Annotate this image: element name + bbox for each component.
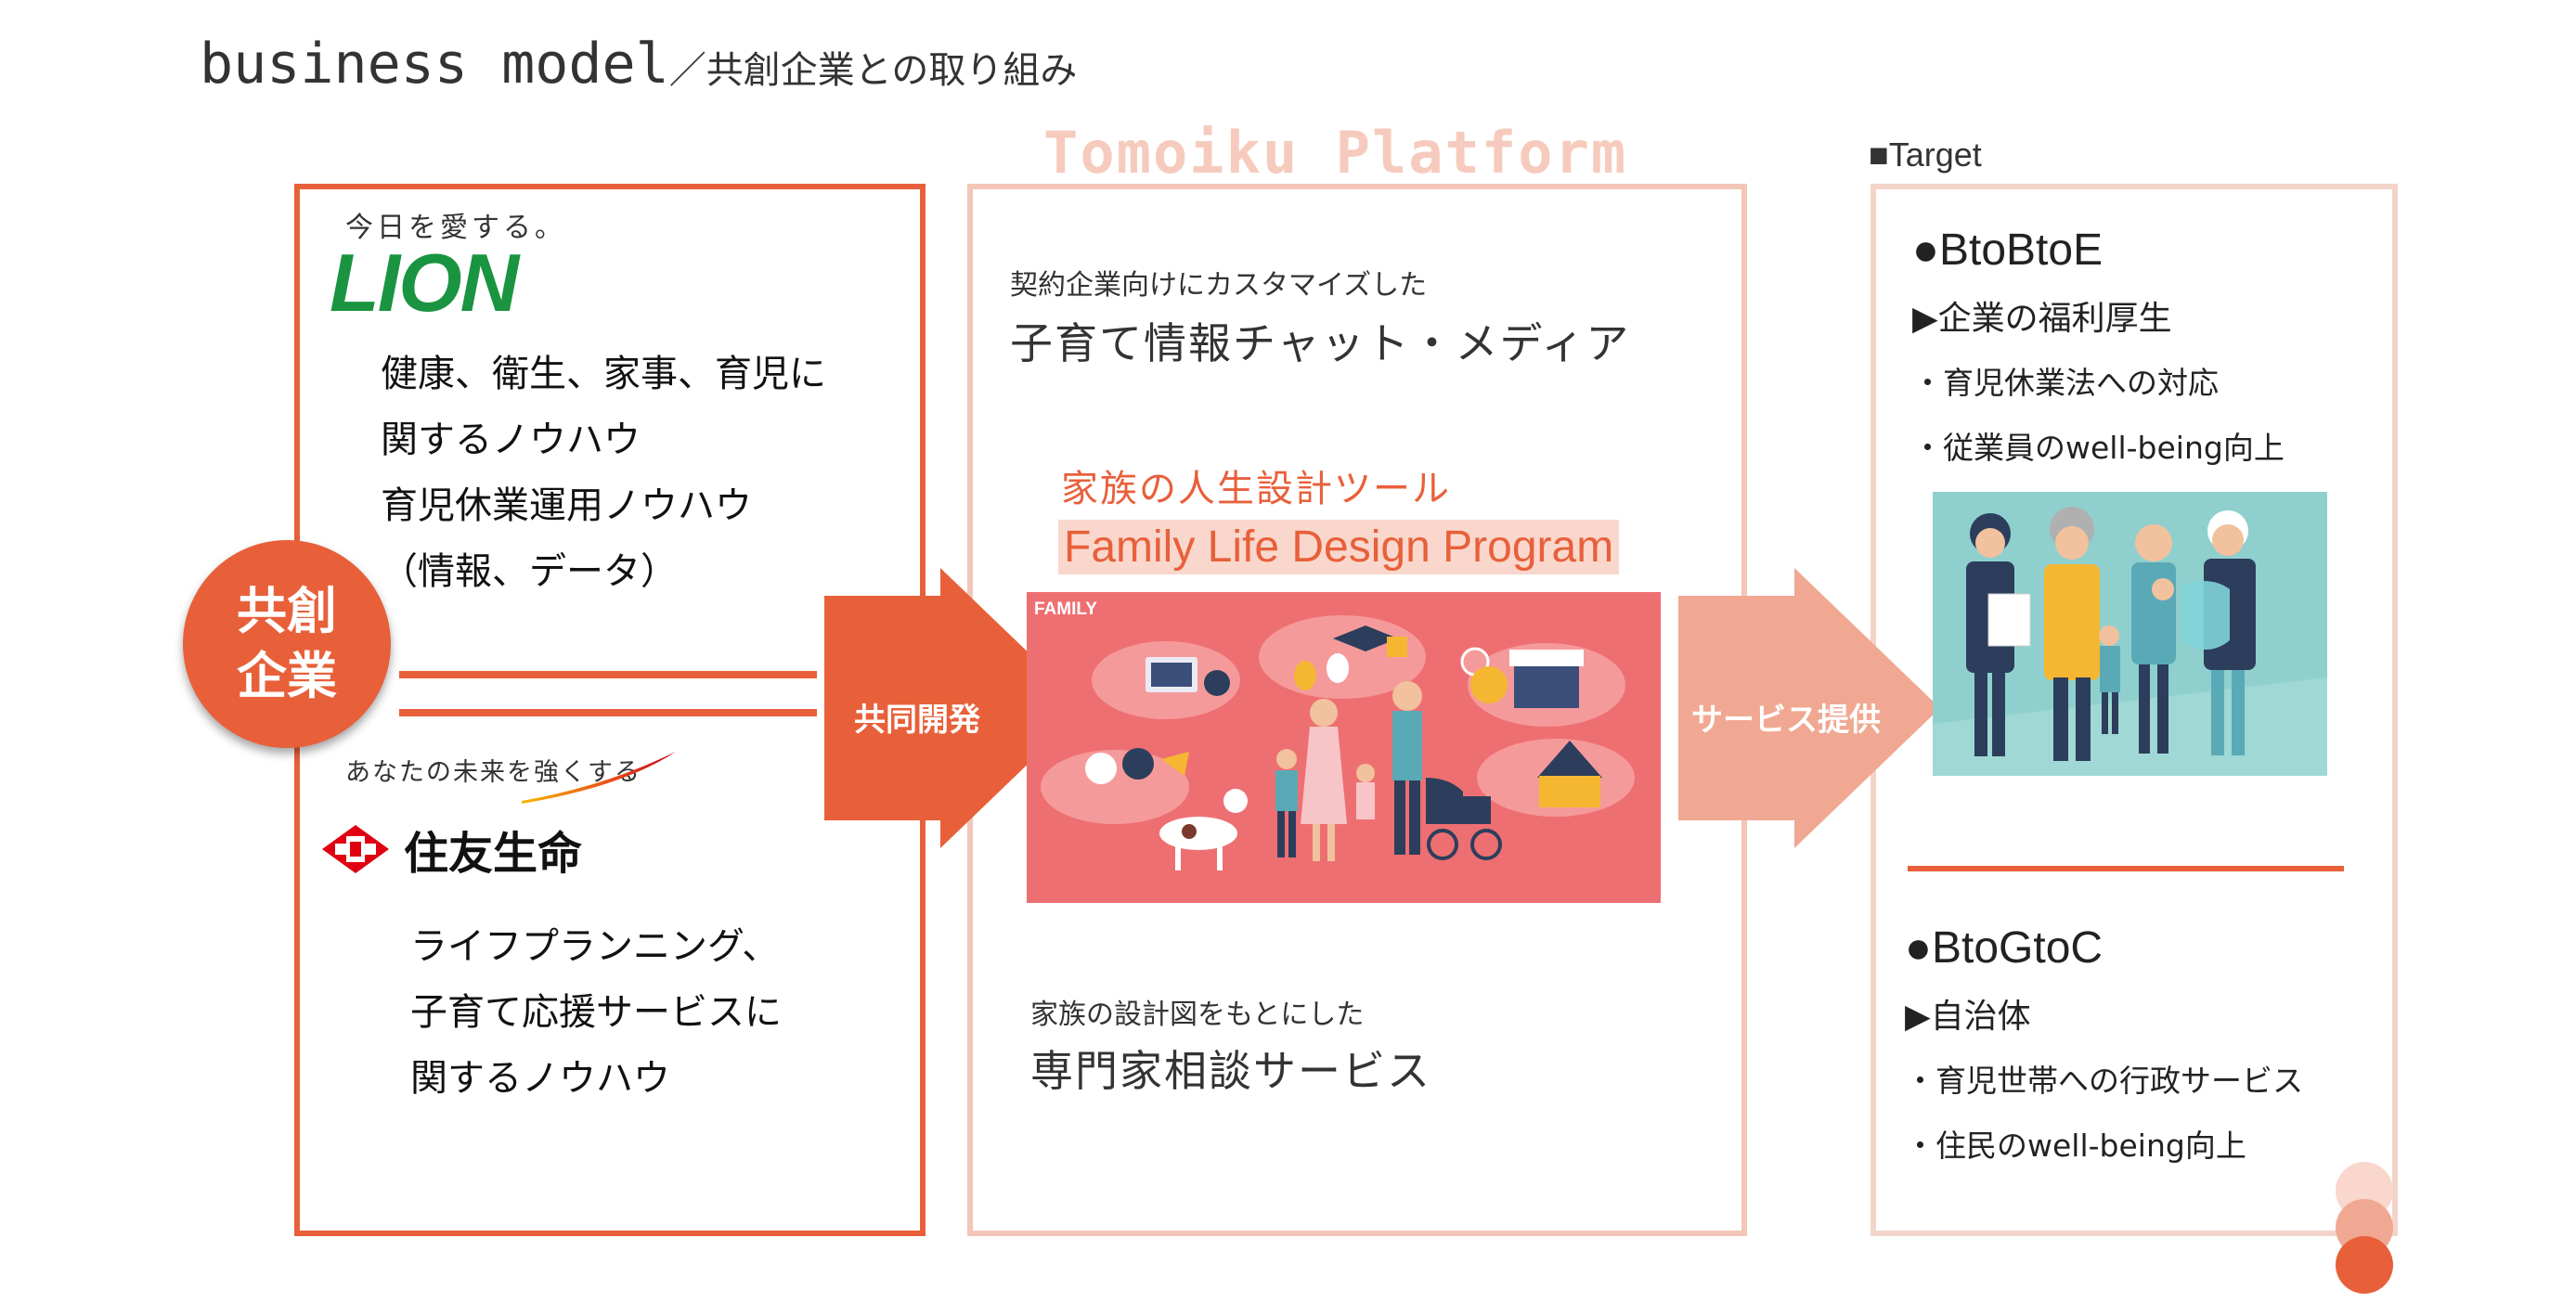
lion-line: 関するノウハウ [381, 419, 641, 461]
lion-logo: LION [330, 237, 519, 329]
family-image-label: FAMILY [1034, 599, 1097, 619]
people-illustration-icon [1933, 492, 2327, 776]
chat-media-title: 子育て情報チャット・メディア [1010, 318, 1631, 368]
sumitomo-tagline: あなたの未来を強くする [345, 758, 641, 787]
btobtoe-item: ・育児休業法への対応 [1912, 365, 2219, 401]
lion-tagline: 今日を愛する。 [345, 212, 566, 244]
btobtoe-heading: ●BtoBtoE [1912, 226, 2104, 275]
sumitomo-mark-icon [322, 825, 389, 873]
platform-title: Tomoiku Platform [1043, 119, 1628, 187]
title-sub: ／共創企業との取り組み [668, 49, 1078, 92]
consult-caption: 家族の設計図をもとにした [1030, 999, 1365, 1031]
sumitomo-name: 住友生命 [404, 828, 583, 880]
lion-line: 育児休業運用ノウハウ [381, 484, 752, 527]
consult-title: 専門家相談サービス [1030, 1046, 1431, 1096]
sumitomo-line: ライフプランニング、 [410, 925, 780, 968]
btobtoe-item: ・従業員のwell-being向上 [1912, 430, 2285, 466]
lion-description: 健康、衛生、家事、育児に 関するノウハウ 育児休業運用ノウハウ （情報、データ） [381, 342, 826, 605]
diverse-people-illustration [1933, 492, 2327, 776]
sumitomo-line: 子育て応援サービスに [410, 991, 782, 1034]
joint-development-label: 共同開発 [854, 702, 980, 739]
target-divider [1908, 866, 2344, 871]
circle-label-line: 共創 [237, 582, 337, 640]
service-provision-arrow-icon [1678, 568, 1940, 848]
btobtoe-subheading: ▶企業の福利厚生 [1912, 300, 2172, 338]
sumitomo-description: ライフプランニング、 子育て応援サービスに 関するノウハウ [410, 914, 782, 1112]
sumitomo-line: 関するノウハウ [410, 1057, 670, 1100]
chat-media-caption: 契約企業向けにカスタマイズした [1010, 269, 1428, 302]
service-provision-label: サービス提供 [1691, 702, 1881, 739]
sumitomo-swoosh-icon [522, 752, 676, 804]
lion-line: （情報、データ） [381, 550, 678, 593]
family-illustration: FAMILY [1027, 592, 1661, 903]
tool-title-en: Family Life Design Program [1058, 520, 1620, 574]
joint-development-arrow-icon [824, 568, 1086, 848]
btogtoc-heading: ●BtoGtoC [1905, 923, 2104, 973]
circle-label-line: 企業 [237, 647, 337, 705]
lion-line: 健康、衛生、家事、育児に [381, 353, 826, 395]
btogtoc-subheading: ▶自治体 [1905, 998, 2031, 1036]
page-title: business model／共創企業との取り組み [200, 32, 1077, 97]
btogtoc-item: ・育児世帯への行政サービス [1905, 1063, 2303, 1099]
connector-line-top [399, 671, 817, 678]
sumitomo-logo: 住友生命 [320, 817, 582, 882]
target-label: ■Target [1869, 135, 1982, 174]
co-creation-circle: 共創 企業 [183, 540, 391, 748]
connector-line-bottom [399, 709, 817, 716]
decor-dot-dark [2336, 1236, 2393, 1294]
title-main: business model [200, 32, 669, 97]
family-illustration-icon [1027, 592, 1661, 903]
tool-title-jp: 家族の人生設計ツール [1061, 468, 1451, 510]
btogtoc-item: ・住民のwell-being向上 [1905, 1128, 2246, 1164]
